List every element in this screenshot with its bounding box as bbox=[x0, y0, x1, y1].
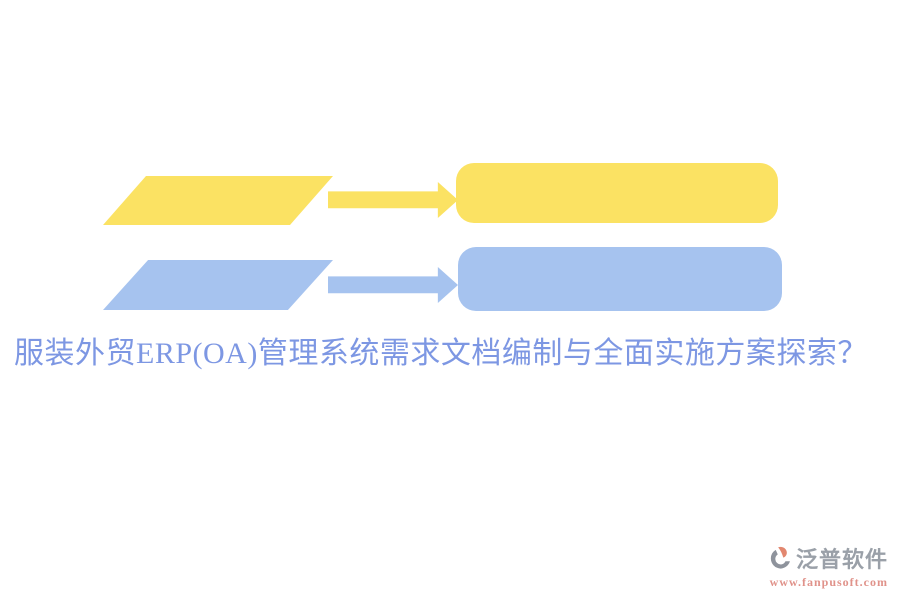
flowchart-input-parallelogram-blue bbox=[103, 260, 333, 310]
flowchart-result-rectangle-yellow bbox=[456, 163, 778, 223]
brand-watermark: 泛普软件 www.fanpusoft.com bbox=[768, 542, 888, 590]
brand-name: 泛普软件 bbox=[795, 547, 888, 572]
arrow-right-icon-yellow bbox=[328, 182, 458, 218]
flowchart-input-parallelogram-yellow bbox=[103, 176, 333, 225]
arrow-right-icon-blue bbox=[328, 267, 458, 303]
brand-url: www.fanpusoft.com bbox=[769, 575, 888, 589]
article-title: 服装外贸ERP(OA)管理系统需求文档编制与全面实施方案探索？ bbox=[14, 337, 868, 370]
fanpu-logo-icon bbox=[768, 545, 794, 571]
flowchart-result-rectangle-blue bbox=[458, 247, 782, 311]
